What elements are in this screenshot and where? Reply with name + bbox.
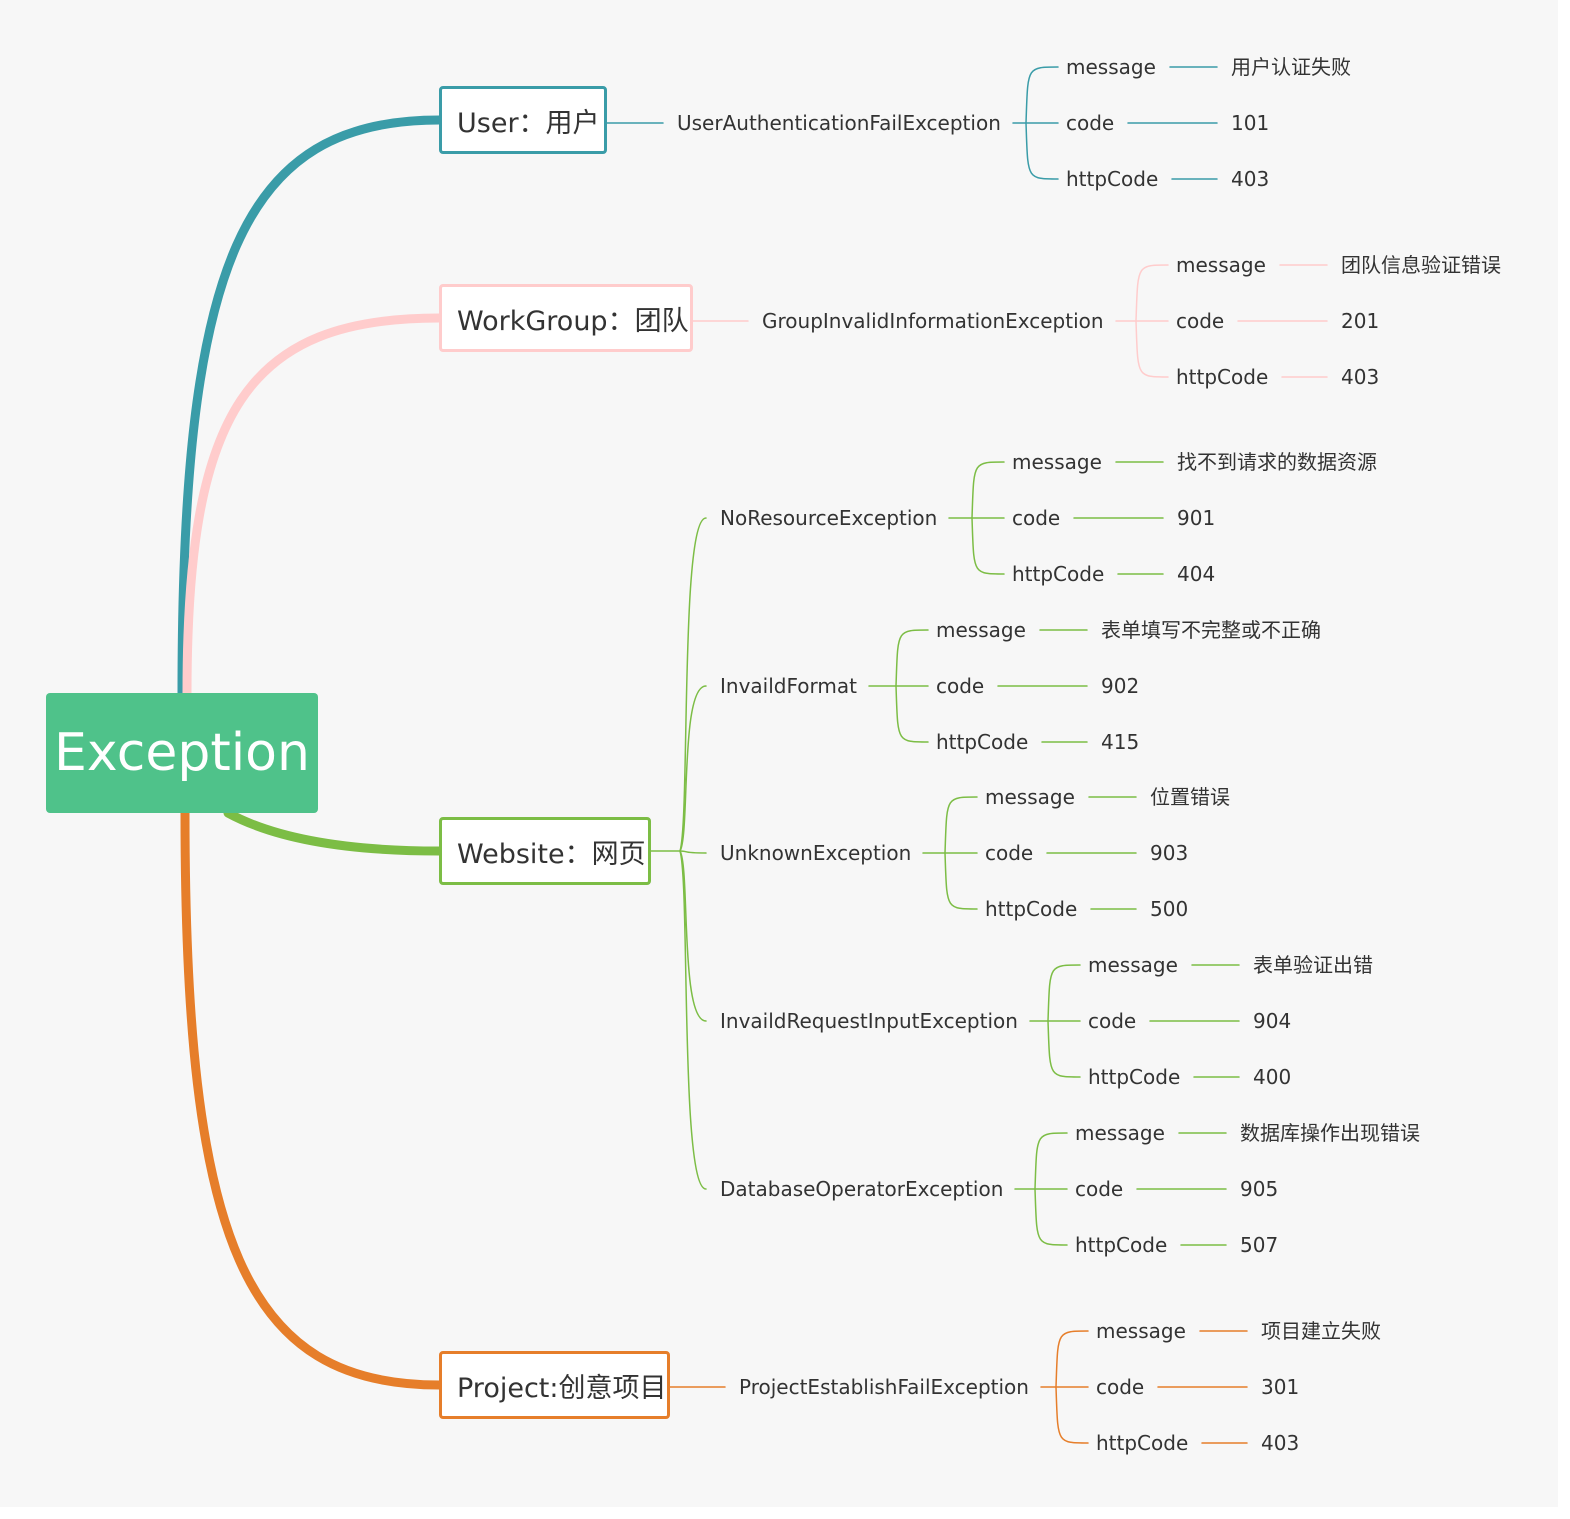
field-key-httpcode[interactable]: httpCode (1075, 1233, 1168, 1257)
branch-topic-workgroup[interactable]: WorkGroup：团队 (439, 284, 693, 352)
branch-topic-website[interactable]: Website：网页 (439, 817, 651, 885)
field-connector (971, 517, 1005, 575)
field-key-httpcode[interactable]: httpCode (936, 730, 1029, 754)
field-value-message[interactable]: 找不到请求的数据资源 (1177, 450, 1377, 474)
field-value-httpcode[interactable]: 403 (1231, 167, 1270, 191)
branch-connector (182, 313, 444, 698)
field-key-code[interactable]: code (985, 841, 1034, 865)
field-connector (1055, 1330, 1089, 1388)
exception-topic[interactable]: InvaildFormat (720, 674, 857, 698)
field-value-httpcode[interactable]: 507 (1240, 1233, 1279, 1257)
field-value-httpcode[interactable]: 404 (1177, 562, 1216, 586)
field-value-code[interactable]: 904 (1253, 1009, 1292, 1033)
field-key-message[interactable]: message (1066, 55, 1156, 79)
field-value-code[interactable]: 101 (1231, 111, 1270, 135)
field-key-message[interactable]: message (1012, 450, 1102, 474)
field-value-code[interactable]: 301 (1261, 1375, 1300, 1399)
root-topic[interactable]: Exception (46, 693, 318, 813)
field-value-message[interactable]: 表单验证出错 (1253, 953, 1373, 977)
branch-connector (180, 808, 444, 1390)
field-key-code[interactable]: code (936, 674, 985, 698)
field-key-httpcode[interactable]: httpCode (1176, 365, 1269, 389)
field-key-message[interactable]: message (1096, 1319, 1186, 1343)
field-value-code[interactable]: 903 (1150, 841, 1189, 865)
exception-topic[interactable]: GroupInvalidInformationException (762, 309, 1104, 333)
field-key-httpcode[interactable]: httpCode (1012, 562, 1105, 586)
field-key-code[interactable]: code (1066, 111, 1115, 135)
field-key-message[interactable]: message (1176, 253, 1266, 277)
field-key-code[interactable]: code (1075, 1177, 1124, 1201)
field-value-httpcode[interactable]: 415 (1101, 730, 1140, 754)
branch-topic-user[interactable]: User：用户 (439, 86, 607, 154)
exception-topic[interactable]: InvaildRequestInputException (720, 1009, 1018, 1033)
field-connector (1055, 1386, 1089, 1444)
field-connector (895, 629, 929, 687)
field-key-message[interactable]: message (1088, 953, 1178, 977)
field-connector (944, 796, 978, 854)
branch-connector (679, 850, 707, 854)
exception-topic[interactable]: NoResourceException (720, 506, 938, 530)
field-value-message[interactable]: 数据库操作出现错误 (1240, 1121, 1420, 1145)
branch-connector (679, 685, 707, 852)
field-connector (1025, 122, 1059, 180)
branch-connector (679, 850, 707, 1190)
exception-topic[interactable]: UserAuthenticationFailException (677, 111, 1001, 135)
field-value-httpcode[interactable]: 403 (1341, 365, 1380, 389)
field-connector (971, 461, 1005, 519)
field-connector (1135, 320, 1169, 378)
field-value-code[interactable]: 901 (1177, 506, 1216, 530)
field-value-message[interactable]: 团队信息验证错误 (1341, 253, 1501, 277)
field-connector (1025, 66, 1059, 124)
branch-connector (679, 850, 707, 1022)
field-value-message[interactable]: 项目建立失败 (1261, 1319, 1381, 1343)
field-connector (1034, 1188, 1068, 1246)
field-value-code[interactable]: 902 (1101, 674, 1140, 698)
branch-topic-project[interactable]: Project:创意项目 (439, 1351, 670, 1419)
field-value-message[interactable]: 用户认证失败 (1231, 55, 1351, 79)
field-connector (1047, 964, 1081, 1022)
exception-topic[interactable]: ProjectEstablishFailException (739, 1375, 1029, 1399)
field-connector (1047, 1020, 1081, 1078)
field-key-message[interactable]: message (985, 785, 1075, 809)
branch-connector (223, 808, 444, 856)
field-key-httpcode[interactable]: httpCode (985, 897, 1078, 921)
field-key-httpcode[interactable]: httpCode (1066, 167, 1159, 191)
field-value-code[interactable]: 905 (1240, 1177, 1279, 1201)
field-key-code[interactable]: code (1012, 506, 1061, 530)
field-connector (895, 685, 929, 743)
field-value-message[interactable]: 位置错误 (1150, 785, 1230, 809)
field-value-httpcode[interactable]: 500 (1150, 897, 1189, 921)
field-connector (1034, 1132, 1068, 1190)
exception-topic[interactable]: UnknownException (720, 841, 912, 865)
field-value-message[interactable]: 表单填写不完整或不正确 (1101, 618, 1321, 642)
field-key-httpcode[interactable]: httpCode (1088, 1065, 1181, 1089)
field-key-code[interactable]: code (1096, 1375, 1145, 1399)
field-connector (1135, 264, 1169, 322)
field-key-message[interactable]: message (1075, 1121, 1165, 1145)
field-value-httpcode[interactable]: 403 (1261, 1431, 1300, 1455)
branch-connector (679, 517, 707, 852)
field-key-httpcode[interactable]: httpCode (1096, 1431, 1189, 1455)
branch-connector (177, 115, 444, 698)
field-value-code[interactable]: 201 (1341, 309, 1380, 333)
exception-topic[interactable]: DatabaseOperatorException (720, 1177, 1004, 1201)
field-key-message[interactable]: message (936, 618, 1026, 642)
field-key-code[interactable]: code (1176, 309, 1225, 333)
field-connector (944, 852, 978, 910)
field-key-code[interactable]: code (1088, 1009, 1137, 1033)
field-value-httpcode[interactable]: 400 (1253, 1065, 1292, 1089)
